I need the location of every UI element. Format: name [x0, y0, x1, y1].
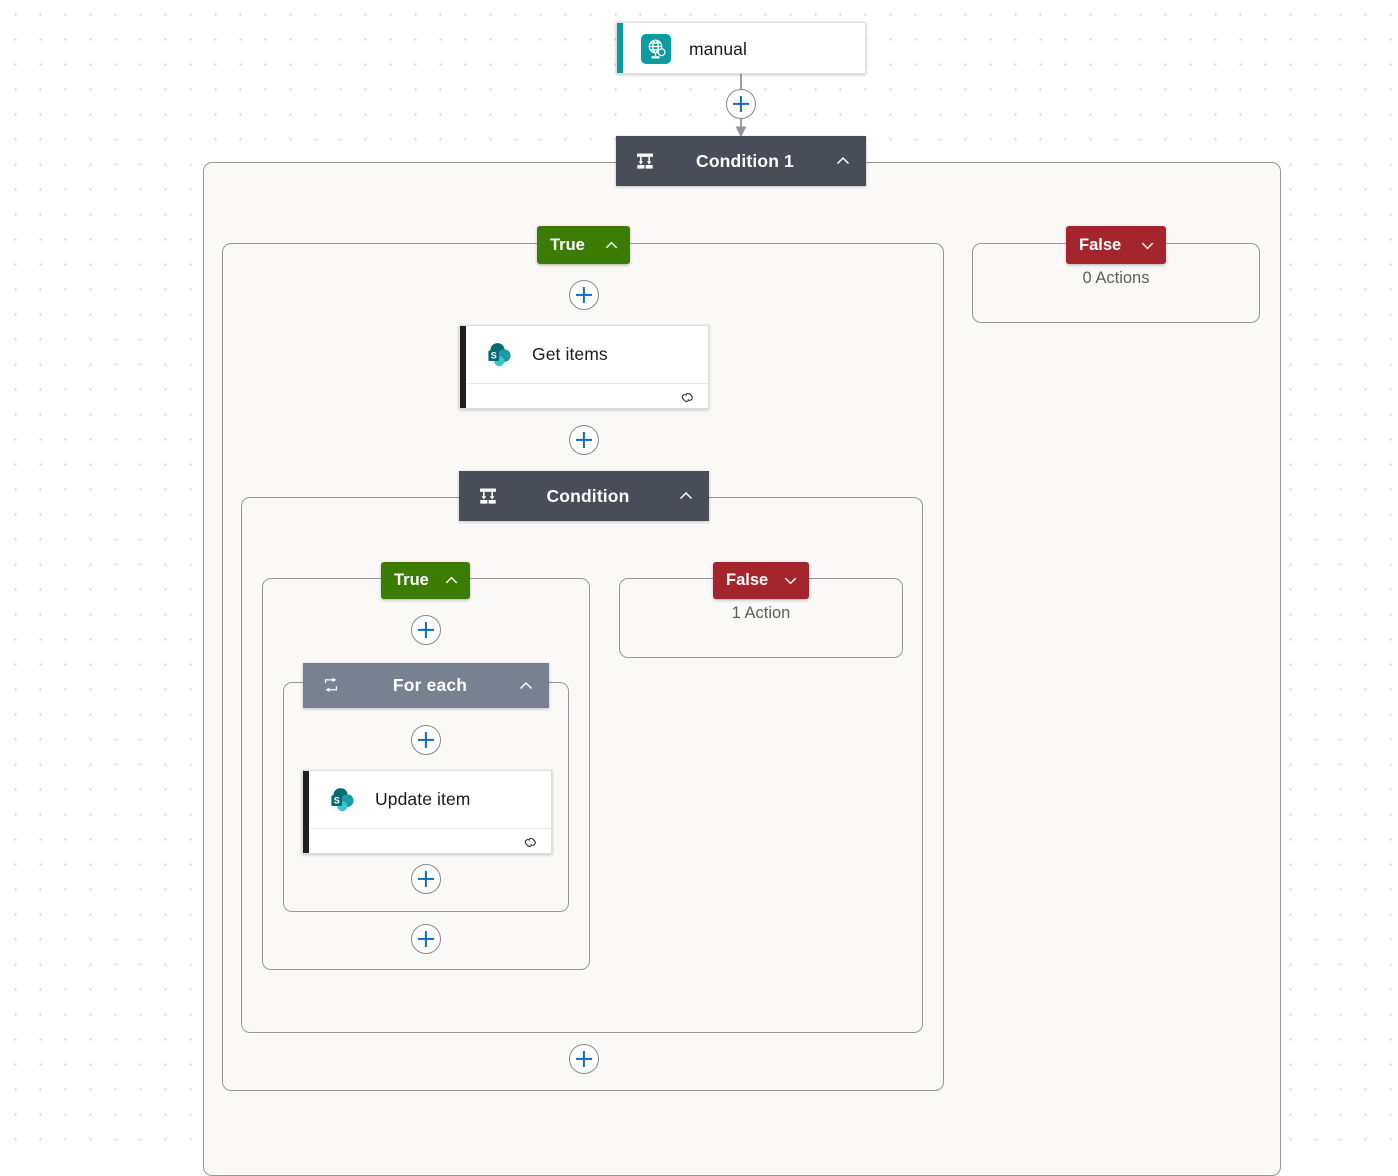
condition2-false-label: False — [726, 571, 769, 589]
get-items-accent-bar — [460, 326, 466, 408]
condition-2-node[interactable]: Condition — [459, 471, 709, 521]
manual-trigger-globe-icon — [641, 34, 671, 64]
sharepoint-icon: S — [484, 340, 514, 370]
update-item-accent-bar — [303, 771, 309, 853]
update-item-footer — [310, 828, 551, 853]
get-items-footer — [467, 383, 708, 408]
chevron-up-icon[interactable] — [677, 487, 695, 505]
condition1-false-badge[interactable]: False — [1066, 226, 1166, 264]
update-item-title: Update item — [375, 789, 471, 809]
condition-1-node[interactable]: Condition 1 — [616, 136, 866, 186]
loop-repeat-icon — [321, 675, 343, 697]
add-step-button-after-condition2[interactable] — [569, 1044, 599, 1074]
condition1-true-label: True — [550, 235, 585, 254]
chevron-down-icon[interactable] — [782, 572, 799, 589]
svg-text:S: S — [334, 795, 340, 805]
condition1-true-badge[interactable]: True — [537, 226, 630, 264]
link-chain-icon[interactable] — [522, 834, 540, 852]
condition2-false-action-count: 1 Action — [731, 604, 791, 622]
chevron-up-icon[interactable] — [517, 677, 535, 695]
chevron-up-icon[interactable] — [443, 572, 460, 589]
condition1-false-label: False — [1079, 235, 1122, 254]
update-item-header: S Update item — [303, 771, 551, 828]
chevron-up-icon[interactable] — [603, 237, 620, 254]
condition-2-title: Condition — [546, 485, 630, 506]
trigger-card-header: manual — [617, 23, 865, 73]
action-card-update-item[interactable]: S Update item — [302, 770, 552, 854]
get-items-header: S Get items — [460, 326, 708, 383]
add-step-button-after-trigger[interactable] — [726, 89, 756, 119]
add-step-button-after-update-item[interactable] — [411, 864, 441, 894]
add-step-button-in-foreach[interactable] — [411, 725, 441, 755]
sharepoint-icon: S — [327, 785, 357, 815]
get-items-title: Get items — [532, 344, 608, 364]
condition-1-title: Condition 1 — [696, 150, 794, 171]
condition1-false-action-count: 0 Actions — [1082, 269, 1150, 287]
for-each-title: For each — [392, 675, 468, 695]
action-card-get-items[interactable]: S Get items — [459, 325, 709, 409]
trigger-title: manual — [689, 38, 747, 59]
chevron-down-icon[interactable] — [1139, 237, 1156, 254]
add-step-button-after-get-items[interactable] — [569, 425, 599, 455]
add-step-button-after-foreach[interactable] — [411, 924, 441, 954]
add-step-button-in-condition2-true[interactable] — [411, 615, 441, 645]
condition2-true-label: True — [394, 571, 429, 589]
link-chain-icon[interactable] — [679, 389, 697, 407]
svg-text:S: S — [491, 350, 497, 360]
add-step-button-in-condition1-true[interactable] — [569, 280, 599, 310]
trigger-card-manual[interactable]: manual — [616, 22, 866, 74]
condition2-true-badge[interactable]: True — [381, 562, 470, 599]
chevron-up-icon[interactable] — [834, 152, 852, 170]
condition-branch-icon — [634, 150, 656, 172]
condition2-false-badge[interactable]: False — [713, 562, 809, 599]
for-each-node[interactable]: For each — [303, 663, 549, 708]
trigger-accent-bar — [617, 23, 623, 73]
condition-branch-icon — [477, 485, 499, 507]
